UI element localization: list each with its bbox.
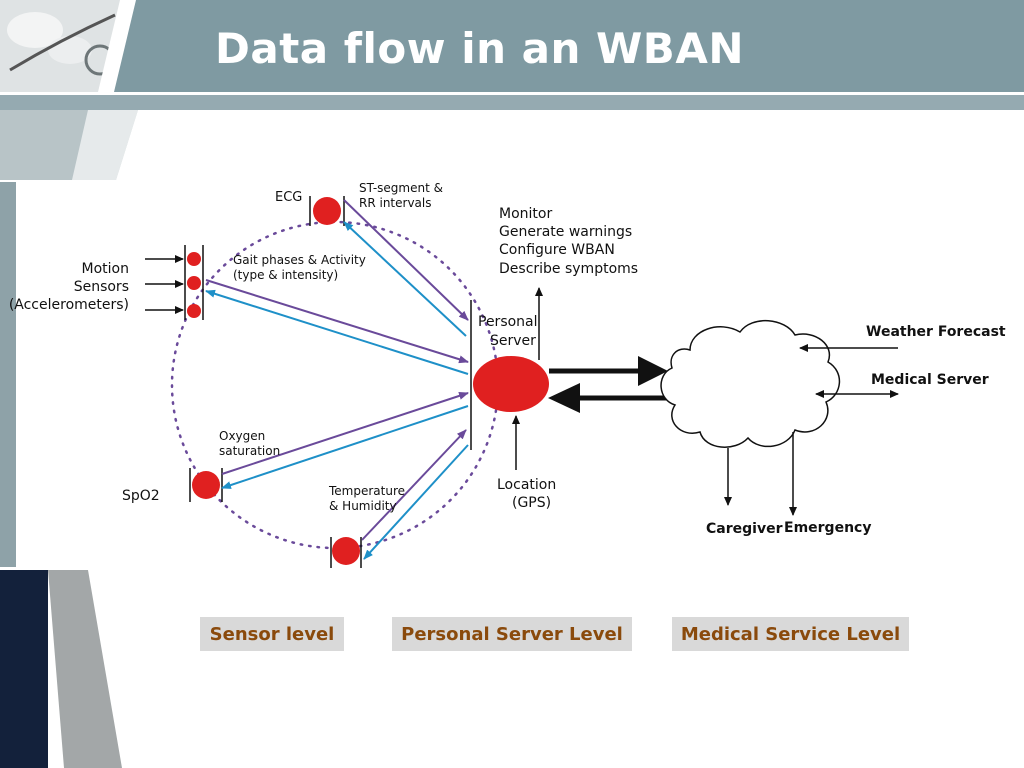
cloud-to-server-arrow	[548, 383, 666, 413]
spo2-node	[189, 468, 223, 502]
gait-type-label: (type & intensity)	[233, 268, 338, 282]
temperature-node	[330, 537, 362, 568]
ecg-node	[309, 196, 345, 226]
temperature-downlink-arrow	[363, 444, 469, 560]
personal-server-node	[470, 300, 549, 450]
location-label: Location	[497, 477, 556, 493]
server-label: Server	[490, 333, 536, 349]
ecg-label: ECG	[275, 190, 302, 205]
sensor-level-label: Sensor level	[200, 617, 344, 651]
accelerometers-label: (Accelerometers)	[9, 297, 129, 313]
medical-server-label: Medical Server	[871, 372, 989, 388]
server-function-monitor: Monitor	[499, 206, 552, 222]
server-function-symptoms: Describe symptoms	[499, 261, 638, 277]
rr-intervals-label: RR intervals	[359, 196, 432, 210]
emergency-label: Emergency	[784, 520, 871, 536]
personal-label: Personal	[478, 314, 538, 330]
spo2-uplink-arrow	[221, 392, 469, 475]
spo2-label: SpO2	[122, 488, 160, 504]
gait-label: Gait phases & Activity	[233, 253, 366, 267]
personal-server-level-label: Personal Server Level	[392, 617, 632, 651]
weather-forecast-label: Weather Forecast	[866, 324, 1006, 340]
server-function-configure: Configure WBAN	[499, 242, 615, 258]
slide-title: Data flow in an WBAN	[215, 24, 744, 73]
ecg-downlink-arrow	[343, 221, 467, 337]
ecg-uplink-arrow	[343, 199, 469, 321]
medical-service-level-label: Medical Service Level	[672, 617, 909, 651]
spo2-downlink-arrow	[221, 405, 469, 489]
medical-cloud	[660, 319, 841, 448]
gps-label: (GPS)	[512, 495, 551, 511]
motion-sensor-nodes	[145, 245, 204, 320]
motion-downlink-arrow	[205, 289, 469, 375]
server-to-cloud-arrow	[549, 356, 668, 386]
oxygen-label: Oxygen	[219, 429, 265, 443]
temperature-label: Temperature	[328, 484, 405, 498]
motion-label: Motion	[82, 261, 129, 277]
server-function-warnings: Generate warnings	[499, 224, 632, 240]
humidity-label: & Humidity	[329, 499, 397, 513]
sensors-label: Sensors	[74, 279, 129, 295]
st-segment-label: ST-segment &	[359, 181, 443, 195]
temperature-uplink-arrow	[361, 429, 467, 541]
saturation-label: saturation	[219, 444, 280, 458]
caregiver-label: Caregiver	[706, 521, 783, 537]
motion-uplink-arrow	[205, 279, 469, 364]
